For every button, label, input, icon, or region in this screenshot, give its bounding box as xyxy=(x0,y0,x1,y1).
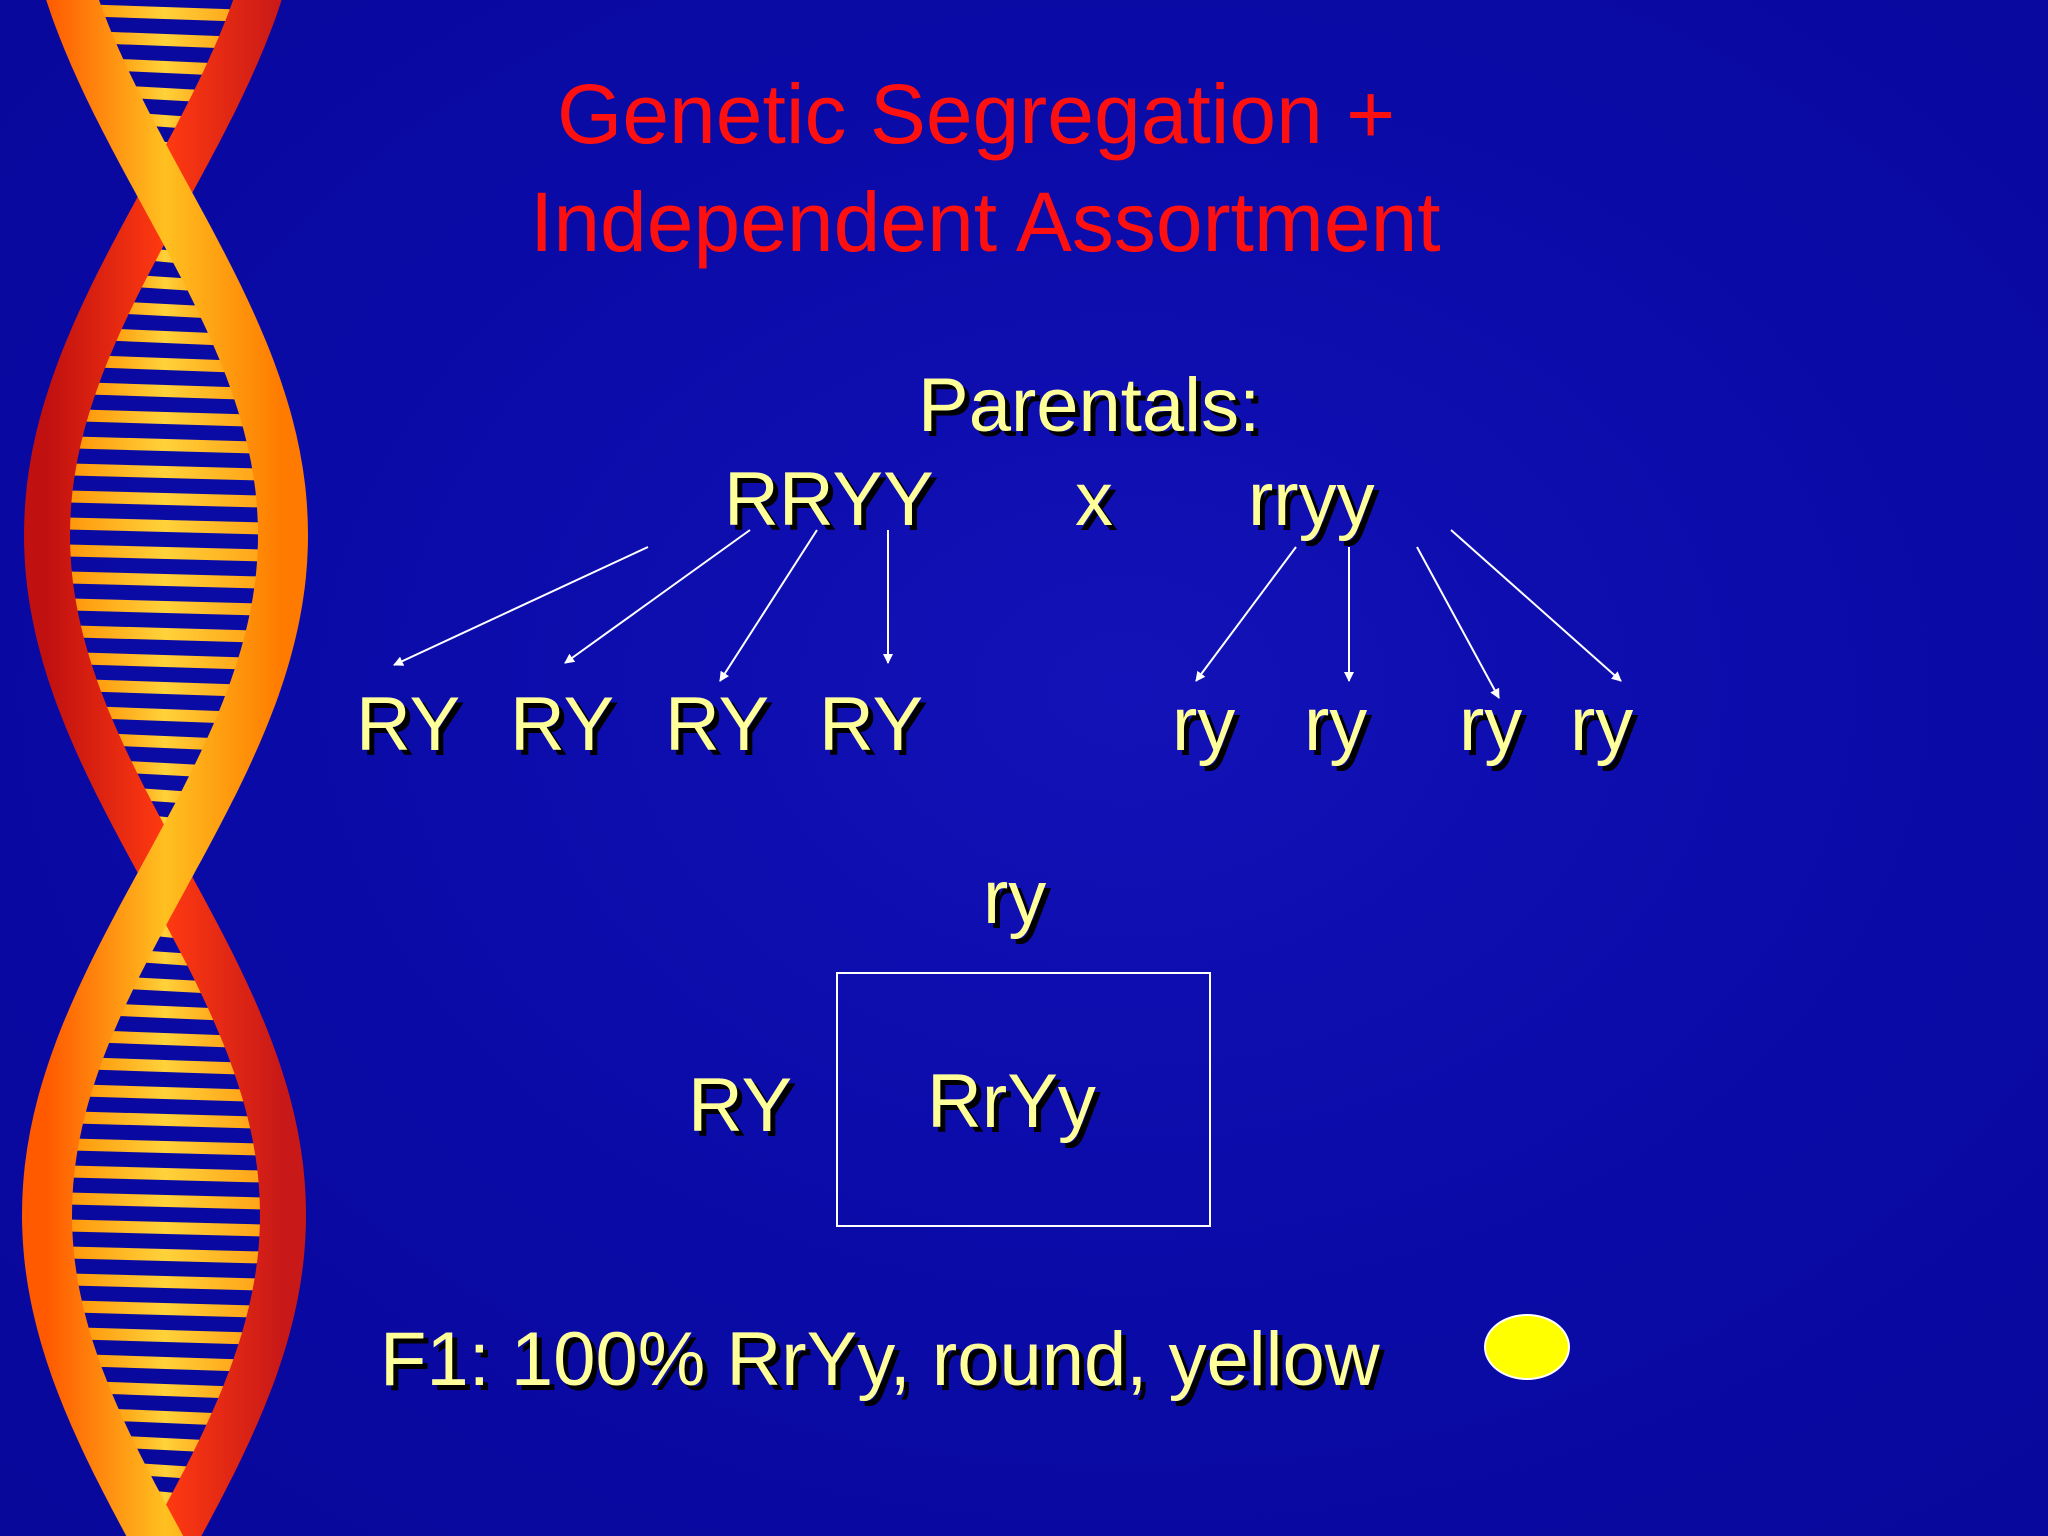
slide-title-line-2: Independent Assortment xyxy=(530,175,1441,269)
dna-rung xyxy=(58,625,272,643)
dna-rung xyxy=(74,1057,256,1075)
dna-rung xyxy=(53,1138,277,1156)
dna-rung xyxy=(57,1300,273,1318)
punnett-square xyxy=(836,972,1211,1227)
arrow-parent1-gamete-2 xyxy=(564,529,751,664)
dna-rung xyxy=(84,1030,246,1048)
arrow-parent2-gamete-3 xyxy=(1416,546,1500,699)
parent1-gamete-3: RY xyxy=(665,682,770,767)
dna-rung xyxy=(47,544,283,562)
punnett-cell-genotype: RrYy xyxy=(927,1059,1096,1144)
punnett-column-header: ry xyxy=(983,855,1047,940)
dna-rung xyxy=(47,1192,283,1210)
arrow-parent2-gamete-1 xyxy=(1195,546,1297,682)
dna-rung xyxy=(48,1246,282,1264)
arrow-parent1-gamete-1 xyxy=(393,546,649,666)
dna-rung xyxy=(52,598,278,616)
slide-title-line-1: Genetic Segregation + xyxy=(557,67,1396,161)
dna-rung xyxy=(58,1111,272,1129)
dna-rung xyxy=(57,436,273,454)
dna-rung xyxy=(51,1273,279,1291)
dna-rung xyxy=(75,4,255,22)
dna-rung xyxy=(72,382,258,400)
parent2-gamete-3: ry xyxy=(1459,682,1523,767)
parent2-genotype: rryy xyxy=(1248,457,1375,542)
dna-rung xyxy=(65,1084,265,1102)
dna-rung xyxy=(49,571,281,589)
dna-rung xyxy=(64,409,266,427)
dna-rung xyxy=(46,1219,284,1237)
dna-rung xyxy=(49,1165,281,1183)
dna-rung xyxy=(82,355,248,373)
parent2-gamete-1: ry xyxy=(1172,682,1236,767)
parent1-gamete-4: RY xyxy=(819,682,924,767)
dna-rung xyxy=(47,517,283,535)
dna-rung xyxy=(65,652,265,670)
dna-rung xyxy=(63,1327,267,1345)
parent1-gamete-2: RY xyxy=(510,682,615,767)
parent2-gamete-4: ry xyxy=(1570,682,1634,767)
cross-symbol: x xyxy=(1075,457,1113,542)
parent1-genotype: RRYY xyxy=(724,457,934,542)
punnett-row-header: RY xyxy=(688,1063,793,1148)
dna-helix-icon xyxy=(21,0,309,1536)
parent1-gamete-1: RY xyxy=(356,682,461,767)
dna-rung xyxy=(74,679,256,697)
f1-result: F1: 100% RrYy, round, yellow xyxy=(380,1317,1380,1402)
parentals-label: Parentals: xyxy=(918,363,1261,448)
arrow-parent1-gamete-3 xyxy=(719,529,818,682)
dna-rung xyxy=(72,1354,258,1372)
parent2-gamete-2: ry xyxy=(1304,682,1368,767)
dna-rung xyxy=(48,490,282,508)
dna-rung xyxy=(82,1381,248,1399)
arrow-parent2-gamete-4 xyxy=(1450,529,1622,682)
dna-rung xyxy=(52,463,278,481)
yellow-pea-icon xyxy=(1484,1314,1570,1380)
